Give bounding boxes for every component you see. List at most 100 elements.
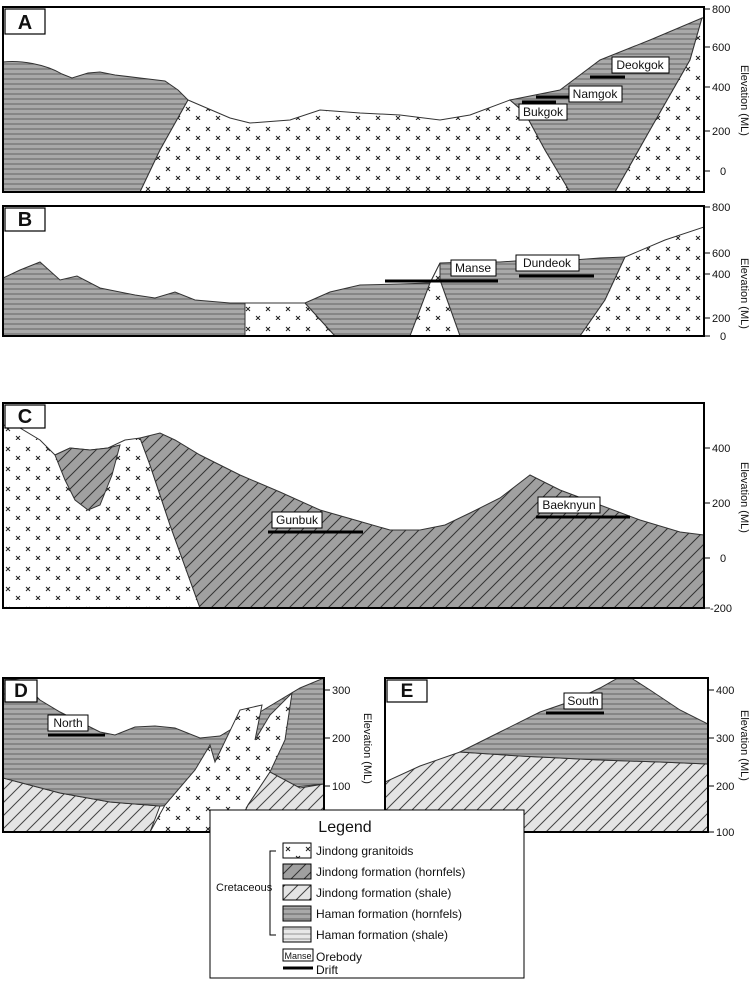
c-tick-400: 400 xyxy=(712,443,730,455)
legend-label-haman-shale: Haman formation (shale) xyxy=(316,928,448,942)
legend-swatch-haman-hornfels xyxy=(282,905,312,922)
panel-b-axis: 800 600 400 200 0 Elevation (ML) xyxy=(704,202,750,343)
orebody-north-box xyxy=(47,714,89,732)
b-tick-200: 200 xyxy=(712,313,730,325)
orebody-namgok: Namgok xyxy=(573,87,619,101)
haman-hornfels-b-west xyxy=(3,261,277,336)
b-tick-800: 800 xyxy=(712,202,730,214)
panel-c-letter: C xyxy=(18,406,32,428)
orebody-bukgok-box xyxy=(518,103,568,121)
orebody-dundeok-box xyxy=(515,254,580,272)
orebody-bukgok: Bukgok xyxy=(523,105,564,119)
a-tick-600: 600 xyxy=(712,42,730,54)
e-tick-300: 300 xyxy=(716,733,734,745)
panel-b-geology xyxy=(3,226,704,336)
legend-drift-label: Drift xyxy=(316,963,339,977)
a-tick-200: 200 xyxy=(712,126,730,138)
a-axis-label: Elevation (ML) xyxy=(738,65,750,136)
d-tick-200: 200 xyxy=(332,733,350,745)
jindong-hornfels-c xyxy=(139,432,704,608)
orebody-dundeok: Dundeok xyxy=(523,256,572,270)
e-tick-200: 200 xyxy=(716,781,734,793)
panel-a-frame xyxy=(2,6,705,193)
e-axis-label: Elevation (ML) xyxy=(738,710,750,781)
orebody-gunbuk: Gunbuk xyxy=(276,513,319,527)
granitoid-d xyxy=(149,691,293,832)
panel-b-letter: B xyxy=(18,209,32,231)
legend-orebody-sample: Manse xyxy=(284,951,311,961)
c-tick-200: 200 xyxy=(712,498,730,510)
orebody-baeknyun-box xyxy=(537,496,601,514)
panel-b-letter-box xyxy=(4,207,46,232)
panel-d-letter-box xyxy=(4,679,38,703)
d-tick-100: 100 xyxy=(332,781,350,793)
panel-e-frame xyxy=(384,677,709,833)
orebody-gunbuk-box xyxy=(271,511,323,529)
legend-orebody-label: Orebody xyxy=(316,950,362,964)
granitoid-a-center xyxy=(139,99,571,192)
panel-e-axis: 400 300 200 100 Elevation (ML) xyxy=(708,685,750,839)
b-tick-400: 400 xyxy=(712,269,730,281)
legend-frame xyxy=(209,809,525,979)
a-tick-800: 800 xyxy=(712,4,730,16)
legend-swatch-granitoids xyxy=(282,842,312,859)
orebody-manse: Manse xyxy=(455,261,491,275)
orebody-deokgok: Deokgok xyxy=(616,58,664,72)
legend-swatch-haman-shale xyxy=(282,926,312,943)
e-tick-400: 400 xyxy=(716,685,734,697)
legend-swatch-jindong-shale xyxy=(282,884,312,901)
b-tick-0: 0 xyxy=(720,331,726,343)
panel-a-axis: 800 600 400 200 0 Elevation (ML) xyxy=(704,4,750,178)
panel-e-geology xyxy=(385,678,708,832)
panel-c-letter-box xyxy=(4,404,46,429)
granitoid-a-east xyxy=(614,17,704,192)
panel-a: A 800 600 400 200 0 Elevation (ML) Deokg… xyxy=(2,4,750,193)
c-tick-0: 0 xyxy=(720,553,726,565)
granitoid-b-east xyxy=(579,226,704,336)
panel-c-geology xyxy=(3,424,704,608)
a-tick-400: 400 xyxy=(712,82,730,94)
panel-c-frame xyxy=(2,402,705,609)
panel-b: B 800 600 400 200 0 Elevation (ML) Manse… xyxy=(2,202,750,343)
panel-e-letter: E xyxy=(401,681,414,702)
orebody-deokgok-box xyxy=(611,56,670,74)
panel-c: C 400 200 0 -200 Elevation (ML) Gunbuk B… xyxy=(2,402,750,615)
panel-c-axis: 400 200 0 -200 Elevation (ML) xyxy=(704,443,750,615)
panel-d-geology xyxy=(3,678,324,832)
orebody-south: South xyxy=(567,694,598,708)
orebody-north: North xyxy=(53,716,82,730)
legend-label-jindong-hornfels: Jindong formation (hornfels) xyxy=(316,865,465,879)
c-tick-neg200: -200 xyxy=(710,603,732,615)
orebody-manse-box xyxy=(450,259,497,277)
panel-d-axis: 300 200 100 0 Elevation (ML) xyxy=(324,685,373,839)
panel-a-geology xyxy=(3,17,704,192)
legend-orebody-swatch xyxy=(282,948,314,962)
cretaceous-bracket xyxy=(269,850,276,936)
panel-d-frame xyxy=(2,677,325,833)
panel-b-frame xyxy=(2,205,705,337)
orebody-south-box xyxy=(563,692,603,710)
d-tick-300: 300 xyxy=(332,685,350,697)
legend: Legend Jindong granitoids Jindong format… xyxy=(209,809,525,979)
panel-e-letter-box xyxy=(386,679,428,703)
d-axis-label: Elevation (ML) xyxy=(361,713,373,784)
legend-label-granitoids: Jindong granitoids xyxy=(316,844,413,858)
c-axis-label: Elevation (ML) xyxy=(738,462,750,533)
legend-title: Legend xyxy=(318,819,371,836)
orebody-namgok-box xyxy=(568,85,623,103)
panel-a-letter: A xyxy=(18,12,32,34)
granitoid-b2 xyxy=(409,262,461,336)
panel-a-letter-box xyxy=(4,8,46,35)
e-tick-100: 100 xyxy=(716,827,734,839)
legend-swatch-jindong-hornfels xyxy=(282,863,312,880)
b-tick-600: 600 xyxy=(712,248,730,260)
jindong-hornfels-c-pocket xyxy=(54,444,121,511)
haman-hornfels-e xyxy=(458,678,708,765)
legend-label-jindong-shale: Jindong formation (shale) xyxy=(316,886,451,900)
b-axis-label: Elevation (ML) xyxy=(738,258,750,329)
legend-label-haman-hornfels: Haman formation (hornfels) xyxy=(316,907,462,921)
orebody-baeknyun: Baeknyun xyxy=(542,498,595,512)
legend-period: Cretaceous xyxy=(216,882,273,894)
a-tick-0: 0 xyxy=(720,166,726,178)
